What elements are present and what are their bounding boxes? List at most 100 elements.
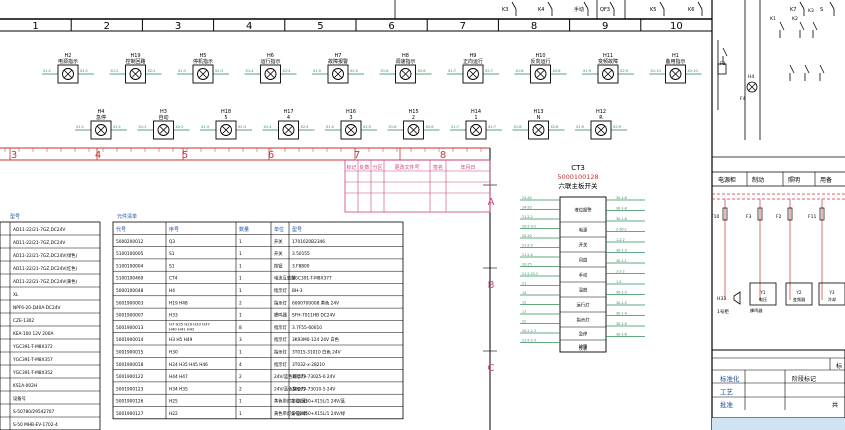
- lamp-terminal: X1:4: [246, 69, 255, 73]
- top-snip-label: K3: [502, 7, 508, 13]
- lamp-terminal: X2:9: [620, 69, 628, 73]
- lamp-name: N: [537, 115, 541, 121]
- lamp-terminal: X1:9: [583, 69, 591, 73]
- component-cell: 5001900013: [116, 325, 144, 331]
- ct3-block-label: 故障: [579, 343, 588, 350]
- component-cell: 1: [239, 399, 242, 405]
- component-cell: H44 H47: [169, 374, 188, 380]
- lamp-terminal: X2:5: [350, 69, 358, 73]
- component-cell: S1: [169, 251, 175, 257]
- lamp-terminal: X2:1: [80, 69, 88, 73]
- lamp-box: [530, 64, 551, 84]
- rev-header: 分区: [372, 164, 382, 171]
- ct3-right-pin: 30-1-1: [616, 259, 627, 263]
- lamp-cross: [131, 69, 140, 79]
- lamp-terminal: X1:5: [313, 69, 321, 73]
- lamp-terminal: X2:9: [613, 125, 621, 129]
- ct3-code: 5000100128: [557, 173, 598, 181]
- component-header: 代号: [116, 226, 126, 233]
- title-block-row: 批准: [720, 400, 734, 409]
- component-cell: 5100100004: [116, 263, 144, 269]
- left-table-cell: AD11-22/21-7GZ,DC24V: [13, 240, 65, 246]
- top-snip-label: K7: [790, 7, 796, 13]
- lamp-box: [153, 120, 174, 140]
- fuse-icon: [819, 207, 825, 221]
- switch-contact: [659, 1, 665, 10]
- ct3-block-label: 运行灯: [577, 302, 591, 309]
- left-table-cell: NPF6-20-D40A-DC24V: [13, 305, 61, 311]
- component-cell: 1: [239, 251, 242, 257]
- lamp-terminal: X1:9: [576, 125, 584, 129]
- lamp-tag: H2: [65, 53, 72, 59]
- fuse-icon: [722, 207, 728, 221]
- lamp-box: [90, 120, 112, 140]
- relay-contact: [779, 21, 785, 31]
- component-cell: 24V/蓝色指示灯: [274, 373, 306, 380]
- ct3-tag: CT3: [571, 164, 585, 172]
- relay-contact: [789, 64, 795, 74]
- ct3-right-pin: 30-1-3: [616, 249, 627, 253]
- ct3-right-pin: 30-1-8: [616, 217, 627, 221]
- lamp-name: 自动: [158, 114, 168, 121]
- lamp-box: [597, 64, 619, 84]
- lamp-cross: [536, 69, 545, 79]
- ruler-number: 9: [602, 21, 608, 32]
- top-snip-label: K5: [650, 7, 656, 13]
- lamp-box: [260, 64, 281, 84]
- contact-label: K1: [770, 16, 776, 22]
- lamp-terminal: X1:3: [178, 69, 186, 73]
- component-cell: 1: [239, 239, 242, 245]
- ct3-block-label: 指示灯: [577, 317, 591, 324]
- lamp-box: [215, 120, 237, 140]
- lamp-terminal: X1:4: [264, 125, 273, 129]
- rev-header: 年月日: [460, 164, 475, 171]
- component-cell: 1: [239, 411, 242, 417]
- contact-label: F4: [740, 96, 746, 102]
- lamp-terminal: X2:3: [215, 69, 223, 73]
- component-cell: 5001900018: [116, 362, 144, 368]
- panel-header-cell: 制动: [752, 176, 764, 184]
- ct3-left-pin: 24-20: [522, 206, 532, 210]
- panel-device-name: 变频器: [793, 296, 806, 303]
- rev-header: 处数: [359, 164, 369, 171]
- relay-contact: [819, 64, 825, 74]
- ct3-left-pin: 20-25: [522, 263, 532, 267]
- ct3-right-pin: 2-30-2: [616, 228, 627, 232]
- ct3-block-label: 风扇: [579, 257, 588, 264]
- lamp-terminal: X2:8: [551, 125, 559, 129]
- component-cell: 5001900003: [116, 300, 144, 306]
- contact-label: K3: [808, 8, 814, 14]
- fuse-icon: [787, 207, 793, 221]
- component-cell: 2: [239, 386, 242, 392]
- left-table-cell: KS1A-002H: [13, 383, 37, 389]
- switch-contact: [697, 1, 703, 10]
- fuse-label: F11: [808, 214, 816, 220]
- component-cell: 黄色带灯按钮(蓝): [274, 398, 308, 405]
- lamp-name: 2: [412, 115, 415, 121]
- component-cell: 5001900007: [116, 313, 144, 319]
- lamp-terminal: X1:2: [111, 69, 119, 73]
- component-cell: 开关: [274, 250, 283, 257]
- lamp-name: 反向运行: [530, 58, 550, 65]
- lamp-name: 运行指示: [260, 58, 280, 65]
- lamp-box: [462, 64, 484, 84]
- lamp-icon: [264, 68, 277, 80]
- panel-device-box: [818, 282, 845, 306]
- lamp-terminal: X1:8: [514, 125, 522, 129]
- lamp-tag: H14: [471, 109, 481, 115]
- lamp-cross: [63, 69, 73, 79]
- row-letter: B: [488, 280, 495, 291]
- component-cell: 6000700008 黄色 24V: [292, 299, 339, 306]
- contact-label: H4: [748, 74, 754, 80]
- lamp-name: 急停: [96, 114, 106, 121]
- component-table-title: 元件清单: [117, 213, 137, 220]
- lamp-tag: H13: [533, 109, 543, 115]
- lamp-name: 5: [224, 115, 227, 121]
- ct3-left-pin: 21-2-3: [522, 244, 533, 248]
- component-cell: 蜂鸣器: [274, 312, 288, 319]
